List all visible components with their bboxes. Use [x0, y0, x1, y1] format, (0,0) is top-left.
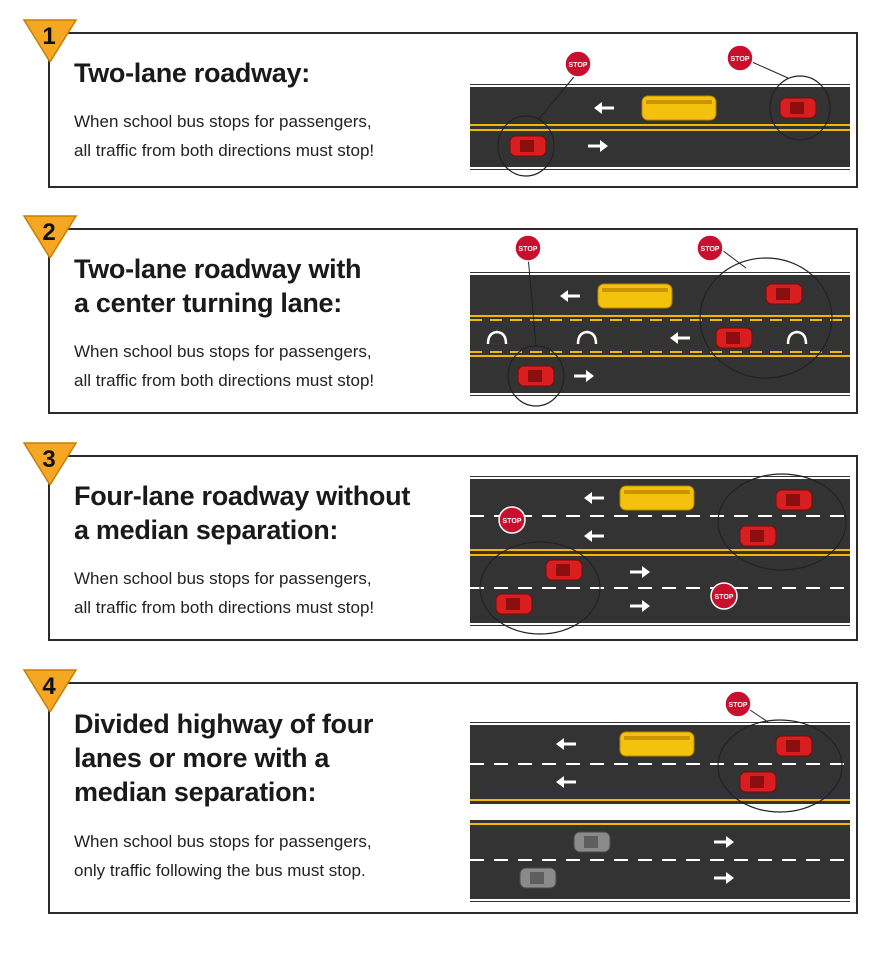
panel-3-title-line: Four-lane roadway without: [74, 481, 411, 511]
left-arrow-icon: [556, 776, 576, 788]
stop-sign-icon: STOP: [498, 506, 526, 534]
step-badge-4: 4: [22, 669, 78, 712]
stopped-car: [765, 283, 803, 305]
school-bus: [641, 95, 717, 121]
step-number-3: 3: [42, 446, 55, 473]
stopped-car: [775, 735, 813, 757]
stop-zone-circle: [479, 541, 601, 635]
panel-2-desc-line: When school bus stops for passengers,: [74, 342, 372, 361]
stop-zone-circle: [699, 257, 833, 379]
panel-1-title: Two-lane roadway:: [74, 56, 310, 90]
left-arrow-icon: [594, 102, 614, 114]
right-arrow-icon: [630, 600, 650, 612]
panel-4-title-line: Divided highway of four: [74, 709, 374, 739]
stop-sign-icon: STOP: [564, 50, 592, 78]
step-number-1: 1: [42, 23, 55, 50]
stop-sign-icon: STOP: [724, 690, 752, 718]
panel-4-description: When school bus stops for passengers, on…: [74, 827, 372, 885]
stopped-car: [545, 559, 583, 581]
panel-4-desc-line: only traffic following the bus must stop…: [74, 861, 366, 880]
panel-2-desc-line: all traffic from both directions must st…: [74, 371, 375, 390]
median: [470, 804, 850, 820]
panel-3-title-line: a median separation:: [74, 515, 339, 545]
panel-1-title-line: Two-lane roadway:: [74, 58, 310, 88]
stop-zone-circle: [497, 115, 555, 177]
school-bus: [619, 731, 695, 757]
roadway-illustration-1: STOP STOP: [470, 44, 850, 177]
step-badge-1: 1: [22, 19, 78, 62]
moving-car: [573, 831, 611, 853]
svg-text:STOP: STOP: [503, 518, 522, 525]
svg-text:STOP: STOP: [731, 56, 750, 63]
panel-2-title-line: Two-lane roadway with: [74, 254, 362, 284]
stopped-car: [495, 593, 533, 615]
svg-text:STOP: STOP: [715, 594, 734, 601]
stop-zone-circle: [717, 719, 843, 813]
panel-1-desc-line: all traffic from both directions must st…: [74, 141, 375, 160]
left-arrow-icon: [584, 530, 604, 542]
panel-3-title: Four-lane roadway without a median separ…: [74, 479, 410, 547]
moving-car: [519, 867, 557, 889]
stop-zone-circle: [769, 75, 831, 141]
panel-2-title: Two-lane roadway with a center turning l…: [74, 252, 362, 320]
stop-sign-icon: STOP: [514, 234, 542, 262]
school-bus: [619, 485, 695, 511]
stop-zone-circle: [717, 473, 847, 571]
svg-text:STOP: STOP: [569, 62, 588, 69]
panel-2-description: When school bus stops for passengers, al…: [74, 337, 374, 395]
svg-text:STOP: STOP: [729, 702, 748, 709]
stop-sign-icon: STOP: [726, 44, 754, 72]
school-bus: [597, 283, 673, 309]
svg-text:STOP: STOP: [519, 246, 538, 253]
step-badge-2: 2: [22, 215, 78, 258]
left-arrow-icon: [584, 492, 604, 504]
roadway-illustration-4: STOP: [470, 690, 850, 902]
step-badge-3: 3: [22, 442, 78, 485]
turn-arrows-icon: [486, 330, 808, 345]
right-arrow-icon: [574, 370, 594, 382]
stopped-car: [739, 771, 777, 793]
panel-4-title-line: lanes or more with a: [74, 743, 330, 773]
panel-4-desc-line: When school bus stops for passengers,: [74, 832, 372, 851]
stopped-car: [517, 365, 555, 387]
stopped-car: [739, 525, 777, 547]
panel-3-desc-line: When school bus stops for passengers,: [74, 569, 372, 588]
roadway-illustration-3: STOP STOP: [470, 473, 850, 635]
right-arrow-icon: [714, 872, 734, 884]
stopped-car: [715, 327, 753, 349]
stopped-car: [779, 97, 817, 119]
stop-sign-icon: STOP: [696, 234, 724, 262]
right-arrow-icon: [714, 836, 734, 848]
stop-sign-icon: STOP: [710, 582, 738, 610]
svg-text:STOP: STOP: [701, 246, 720, 253]
panel-1-description: When school bus stops for passengers, al…: [74, 107, 374, 165]
panel-4-title: Divided highway of four lanes or more wi…: [74, 707, 373, 809]
panel-3-description: When school bus stops for passengers, al…: [74, 564, 374, 622]
stopped-car: [775, 489, 813, 511]
left-arrow-icon: [560, 290, 580, 302]
panel-3-desc-line: all traffic from both directions must st…: [74, 598, 375, 617]
step-number-4: 4: [42, 673, 56, 700]
panel-4-title-line: median separation:: [74, 777, 317, 807]
left-arrow-icon: [670, 332, 690, 344]
right-arrow-icon: [630, 566, 650, 578]
left-arrow-icon: [556, 738, 576, 750]
stopped-car: [509, 135, 547, 157]
panel-2-title-line: a center turning lane:: [74, 288, 342, 318]
roadway-illustration-2: STOP STOP: [470, 234, 850, 407]
right-arrow-icon: [588, 140, 608, 152]
panel-1-desc-line: When school bus stops for passengers,: [74, 112, 372, 131]
step-number-2: 2: [42, 219, 55, 246]
